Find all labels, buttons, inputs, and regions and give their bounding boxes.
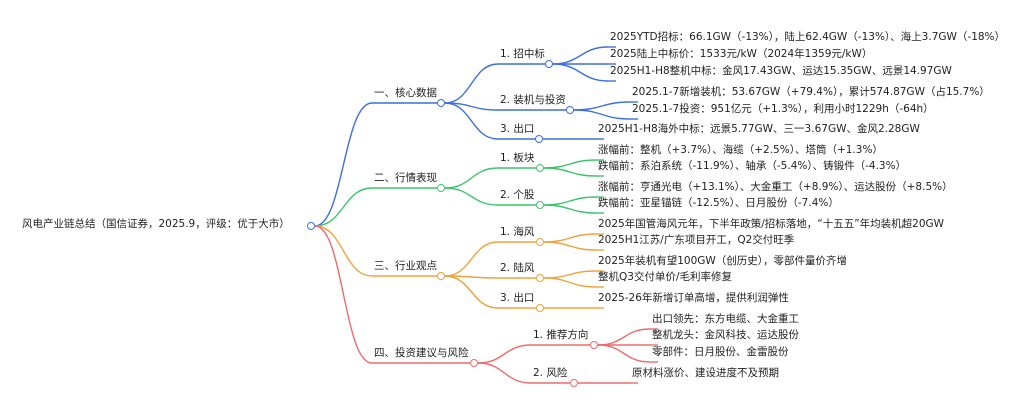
subtopic: 2. 装机与投资 — [500, 94, 566, 106]
subtopic-edge — [444, 275, 499, 309]
subtopic-collapse-toggle[interactable] — [570, 379, 578, 387]
leaf-topic: 2025年国管海风元年，下半年政策/招标落地，“十五五”年均装机超20GW — [598, 218, 945, 230]
leaf-topic: 零部件：日月股份、金雷股份 — [652, 346, 789, 358]
subtopic: 2. 个股 — [500, 189, 535, 201]
branch-topic: 一、核心数据 — [374, 87, 437, 99]
subtopic-edge — [444, 241, 499, 277]
subtopic-collapse-toggle[interactable] — [536, 238, 544, 246]
leaf-edge — [597, 328, 651, 346]
leaf-edge — [543, 241, 597, 251]
leaf-topic: 出口领先：东方电缆、大金重工 — [652, 313, 799, 325]
branch-edge — [314, 225, 373, 364]
branch-edge — [314, 102, 373, 227]
leaf-edge — [543, 204, 597, 214]
root-collapse-toggle[interactable] — [307, 222, 315, 230]
leaf-topic: 2025H1-H8整机中标：金风17.43GW、运达15.35GW、远景14.9… — [610, 65, 952, 77]
leaf-edge — [573, 109, 631, 120]
subtopic-collapse-toggle[interactable] — [566, 106, 574, 114]
subtopic-edge — [444, 63, 499, 104]
leaf-topic: 原材料涨价、建设进度不及预期 — [632, 367, 779, 379]
leaf-topic: 2025H1江苏/广东项目开工，Q2交付旺季 — [598, 234, 795, 246]
branch-collapse-toggle[interactable] — [437, 272, 445, 280]
leaf-topic: 2025年装机有望100GW（创历史），零部件量价齐增 — [598, 255, 848, 267]
subtopic-collapse-toggle[interactable] — [536, 201, 544, 209]
leaf-topic: 整机Q3交付单价/毛利率修复 — [598, 271, 732, 283]
branch-collapse-toggle[interactable] — [437, 184, 445, 192]
subtopic: 1. 板块 — [500, 152, 535, 164]
subtopic: 1. 招中标 — [500, 48, 545, 60]
subtopic-collapse-toggle[interactable] — [535, 135, 543, 143]
leaf-topic: 2025H1-H8海外中标：远景5.77GW、三一3.67GW、金风2.28GW — [598, 123, 920, 135]
leaf-topic: 2025.1-7新增装机：53.67GW（+79.4%），累计574.87GW（… — [632, 86, 990, 98]
subtopic-edge — [444, 187, 499, 206]
subtopic: 1. 推荐方向 — [533, 329, 589, 341]
branch-topic: 三、行业观点 — [374, 260, 437, 272]
leaf-topic: 跌幅前：系泊系统（-11.9%）、轴承（-5.4%）、铸锻件（-4.3%） — [598, 160, 907, 172]
leaf-topic: 整机龙头：金风科技、运达股份 — [652, 329, 799, 341]
leaf-topic: 跌幅前：亚星锚链（-12.5%）、日月股份（-7.4%） — [598, 197, 839, 209]
subtopic: 3. 出口 — [500, 292, 535, 304]
leaf-edge — [543, 167, 597, 177]
branch-edge — [314, 187, 373, 227]
branch-topic: 四、投资建议与风险 — [374, 347, 469, 359]
leaf-edge — [543, 196, 597, 206]
leaf-topic: 2025YTD招标：66.1GW（-13%），陆上62.4GW（-13%）、海上… — [610, 31, 1006, 43]
subtopic-edge — [477, 344, 532, 364]
leaf-topic: 2025-26年新增订单高增，提供利润弹性 — [598, 292, 789, 304]
leaf-edge — [543, 159, 597, 169]
leaf-topic: 2025陆上中标价：1533元/kW（2024年1359元/kW） — [610, 48, 873, 60]
leaf-edge — [552, 46, 609, 65]
leaf-edge — [552, 63, 609, 82]
leaf-edge — [543, 277, 597, 288]
subtopic-collapse-toggle[interactable] — [536, 304, 544, 312]
subtopic: 3. 出口 — [500, 123, 535, 135]
leaf-edge — [597, 344, 651, 363]
subtopic-collapse-toggle[interactable] — [536, 274, 544, 282]
subtopic-edge — [444, 102, 499, 140]
subtopic: 1. 海风 — [500, 226, 535, 238]
leaf-edge — [573, 101, 631, 111]
branch-edge — [314, 225, 373, 277]
leaf-edge — [543, 270, 597, 279]
leaf-topic: 涨幅前：整机（+3.7%）、海缆（+2.5%）、塔筒（+1.3%） — [598, 144, 883, 156]
leaf-topic: 涨幅前：亨通光电（+13.1%）、大金重工（+8.9%）、运达股份（+8.5%） — [598, 181, 953, 193]
subtopic-collapse-toggle[interactable] — [536, 164, 544, 172]
branch-topic: 二、行情表现 — [374, 172, 437, 184]
branch-collapse-toggle[interactable] — [470, 359, 478, 367]
subtopic-collapse-toggle[interactable] — [590, 341, 598, 349]
branch-collapse-toggle[interactable] — [437, 99, 445, 107]
subtopic-edge — [477, 362, 532, 384]
subtopic: 2. 风险 — [533, 367, 568, 379]
subtopic: 2. 陆风 — [500, 262, 535, 274]
root-topic: 风电产业链总结（国信证券，2025.9，评级：优于大市） — [22, 218, 290, 230]
subtopic-collapse-toggle[interactable] — [545, 60, 553, 68]
leaf-topic: 2025.1-7投资：951亿元（+1.3%），利用小时1229h（-64h） — [632, 103, 934, 115]
subtopic-edge — [444, 167, 499, 189]
leaf-edge — [543, 233, 597, 243]
